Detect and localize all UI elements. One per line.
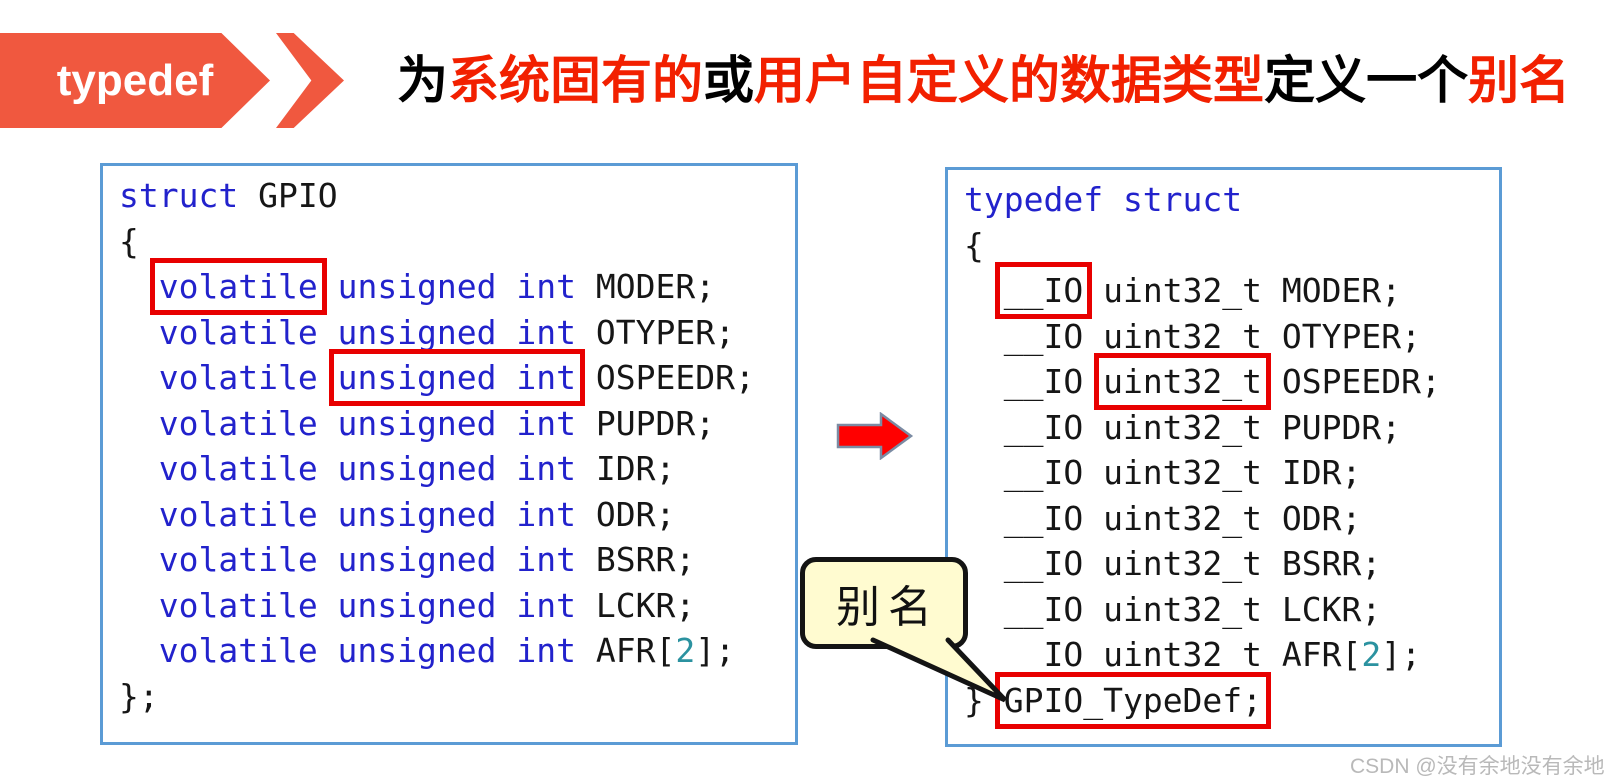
- code-line: __IO uint32_t AFR[2];: [964, 632, 1499, 678]
- code-line: };: [119, 674, 795, 720]
- code-token: __IO uint32_t AFR[: [964, 635, 1362, 674]
- code-token: volatile unsigned int: [158, 585, 576, 625]
- code-token: [119, 449, 159, 488]
- code-token: [119, 358, 159, 397]
- code-line: volatile unsigned int BSRR;: [119, 537, 795, 583]
- code-token: volatile unsigned int: [158, 403, 576, 443]
- code-token: ];: [695, 631, 735, 670]
- code-token: OSPEEDR;: [576, 358, 755, 397]
- code-token: ODR;: [575, 494, 676, 534]
- code-token: volatile unsigned int: [158, 631, 576, 670]
- highlighted-token: GPIO_TypeDef;: [994, 671, 1272, 729]
- slide-title-segment: 为: [397, 52, 449, 109]
- code-token: __IO uint32_t ODR;: [964, 498, 1362, 538]
- banner-chevron-icon: [276, 33, 344, 128]
- callout-tail-stroke: [870, 637, 1007, 703]
- highlighted-token: uint32_t: [1094, 353, 1272, 410]
- code-token: 2: [675, 631, 696, 670]
- code-token: [119, 404, 159, 443]
- code-line: __IO uint32_t MODER;: [964, 262, 1499, 319]
- code-line: volatile unsigned int OSPEEDR;: [119, 349, 795, 406]
- code-line: volatile unsigned int LCKR;: [119, 583, 795, 629]
- code-line: volatile unsigned int AFR[2];: [119, 628, 795, 674]
- code-token: ];: [1381, 635, 1421, 674]
- code-token: MODER;: [576, 267, 716, 306]
- left-code-panel: struct GPIO{ volatile unsigned int MODER…: [100, 163, 798, 745]
- highlighted-token: volatile: [149, 258, 327, 315]
- code-line: __IO uint32_t BSRR;: [964, 541, 1499, 587]
- code-line: __IO uint32_t PUPDR;: [964, 405, 1499, 451]
- code-line: volatile unsigned int ODR;: [119, 492, 795, 538]
- code-token: PUPDR;: [575, 403, 716, 443]
- code-line: struct GPIO: [119, 173, 795, 219]
- slide-title-segment: 用户自定义的数据类型: [754, 52, 1265, 109]
- code-token: unsigned int: [337, 267, 576, 306]
- code-token: OTYPER;: [575, 312, 735, 352]
- slide-title: 为系统固有的或用户自定义的数据类型定义一个别名: [397, 52, 1570, 111]
- code-token: [119, 267, 159, 306]
- code-token: {: [119, 221, 139, 261]
- code-line: volatile unsigned int IDR;: [119, 446, 795, 492]
- code-token: typedef struct: [964, 180, 1243, 219]
- typedef-banner-label: typedef: [56, 55, 214, 105]
- code-line: {: [119, 219, 795, 265]
- typedef-banner: typedef: [0, 33, 270, 128]
- highlighted-token: __IO: [994, 262, 1093, 319]
- code-token: __IO uint32_t OTYPER;: [964, 316, 1421, 356]
- highlighted-token: unsigned int: [328, 349, 586, 406]
- transform-arrow-icon: [836, 412, 914, 460]
- alias-callout-label: 别名: [836, 583, 940, 632]
- code-token: __IO uint32_t PUPDR;: [964, 407, 1402, 447]
- code-line: __IO uint32_t ODR;: [964, 496, 1499, 542]
- code-token: uint32_t MODER;: [1083, 271, 1402, 310]
- code-token: [119, 586, 159, 625]
- code-token: BSRR;: [575, 540, 696, 579]
- code-token: 2: [1361, 635, 1382, 674]
- code-token: [318, 358, 338, 397]
- code-token: [964, 271, 1004, 310]
- code-token: {: [964, 225, 984, 265]
- code-line: __IO uint32_t LCKR;: [964, 587, 1499, 633]
- code-token: __IO: [964, 362, 1104, 401]
- code-line: typedef struct: [964, 177, 1499, 223]
- right-code-panel: typedef struct { __IO uint32_t MODER; __I…: [945, 167, 1502, 747]
- code-token: [119, 631, 159, 670]
- code-token: __IO uint32_t IDR;: [964, 453, 1362, 492]
- arrow-shape: [836, 412, 914, 460]
- code-line: volatile unsigned int PUPDR;: [119, 401, 795, 447]
- code-token: LCKR;: [575, 585, 696, 625]
- code-token: struct: [119, 176, 239, 215]
- code-token: [119, 540, 159, 579]
- code-token: GPIO: [238, 176, 338, 215]
- code-token: volatile unsigned int: [158, 540, 576, 579]
- code-token: __IO uint32_t BSRR;: [964, 544, 1382, 583]
- slide-title-segment: 别名: [1468, 52, 1571, 109]
- code-token: AFR[: [575, 631, 676, 670]
- slide-title-segment: 系统固有的: [448, 52, 704, 109]
- code-token: volatile unsigned int: [158, 494, 576, 534]
- code-token: volatile: [158, 358, 318, 397]
- code-line: {: [964, 223, 1499, 269]
- code-token: [119, 313, 159, 352]
- code-token: };: [119, 676, 159, 716]
- code-line: volatile unsigned int MODER;: [119, 258, 795, 315]
- code-token: [318, 267, 338, 306]
- code-line: } GPIO_TypeDef;: [964, 671, 1499, 729]
- code-token: __IO uint32_t LCKR;: [964, 589, 1382, 629]
- code-token: volatile unsigned int: [158, 449, 576, 488]
- code-line: volatile unsigned int OTYPER;: [119, 310, 795, 356]
- code-line: __IO uint32_t OTYPER;: [964, 314, 1499, 360]
- code-token: OSPEEDR;: [1262, 362, 1441, 401]
- csdn-watermark: CSDN @没有余地没有余地: [1350, 755, 1604, 777]
- code-line: __IO uint32_t OSPEEDR;: [964, 353, 1499, 410]
- slide-title-segment: 定义一个: [1264, 52, 1469, 109]
- code-token: volatile unsigned int: [158, 312, 576, 352]
- code-token: IDR;: [575, 449, 676, 488]
- code-token: [119, 495, 159, 534]
- slide-title-segment: 或: [703, 52, 755, 109]
- callout-tail-icon: [870, 637, 1007, 703]
- code-line: __IO uint32_t IDR;: [964, 450, 1499, 496]
